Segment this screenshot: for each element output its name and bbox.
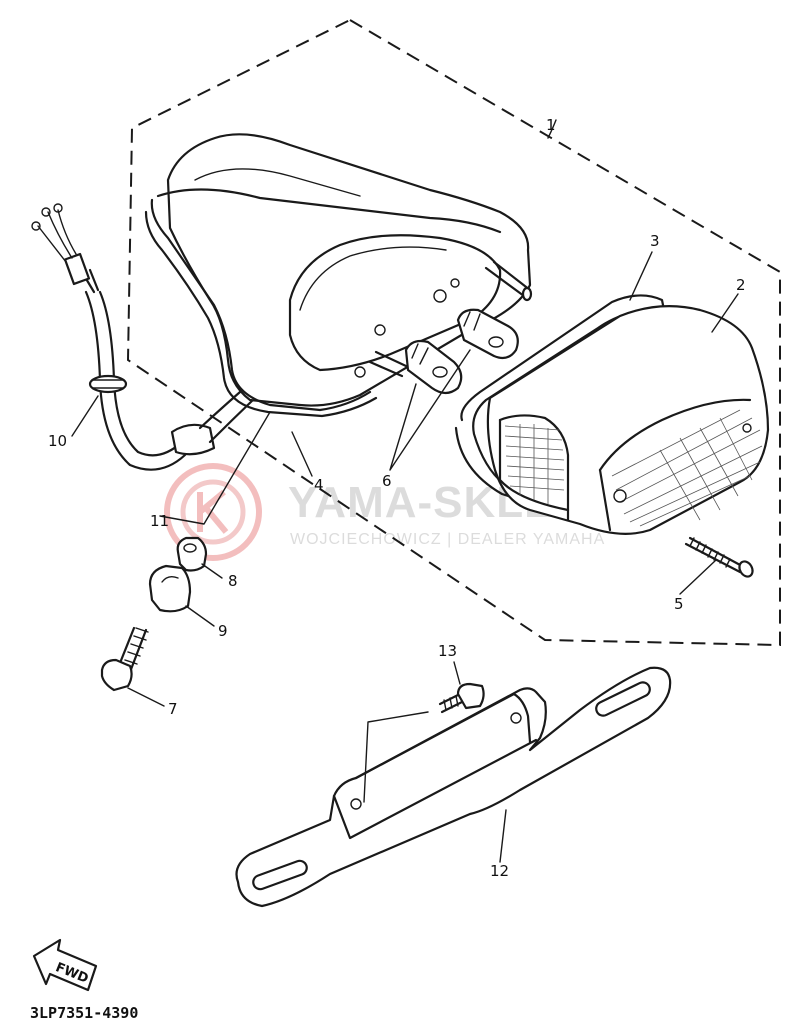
license-bracket (235, 666, 672, 908)
callout-7: 7 (168, 700, 178, 718)
lens (486, 305, 770, 535)
leader-lines (71, 251, 739, 863)
fwd-arrow: FWD (32, 938, 98, 992)
callout-8: 8 (228, 572, 238, 590)
damper-9 (148, 564, 192, 613)
callout-3: 3 (650, 232, 660, 250)
callout-12: 12 (490, 862, 509, 880)
collar-8 (176, 536, 208, 572)
callout-1: 1 (546, 116, 556, 134)
callout-9: 9 (218, 622, 228, 640)
bolt-7 (100, 626, 149, 692)
callout-10: 10 (48, 432, 67, 450)
watermark-logo (164, 463, 262, 561)
wiring-harness (31, 203, 257, 471)
callout-2: 2 (736, 276, 746, 294)
callout-13: 13 (438, 642, 457, 660)
callout-4: 4 (314, 476, 324, 494)
bolt-13 (438, 682, 485, 714)
diagram-code: 3LP7351-4390 (30, 1004, 138, 1022)
bulbs (404, 308, 519, 395)
assembly-boundary (126, 18, 781, 647)
callouts: 1 2 3 4 5 6 7 8 9 10 11 12 13 (48, 116, 746, 880)
watermark-subtitle: WOJCIECHOWICZ | DEALER YAMAHA (290, 531, 605, 548)
callout-6: 6 (382, 472, 392, 490)
screw-5 (684, 536, 754, 578)
callout-11: 11 (150, 512, 169, 530)
leader-1 (547, 119, 557, 139)
callout-5: 5 (674, 595, 684, 613)
taillight-housing (144, 133, 533, 418)
